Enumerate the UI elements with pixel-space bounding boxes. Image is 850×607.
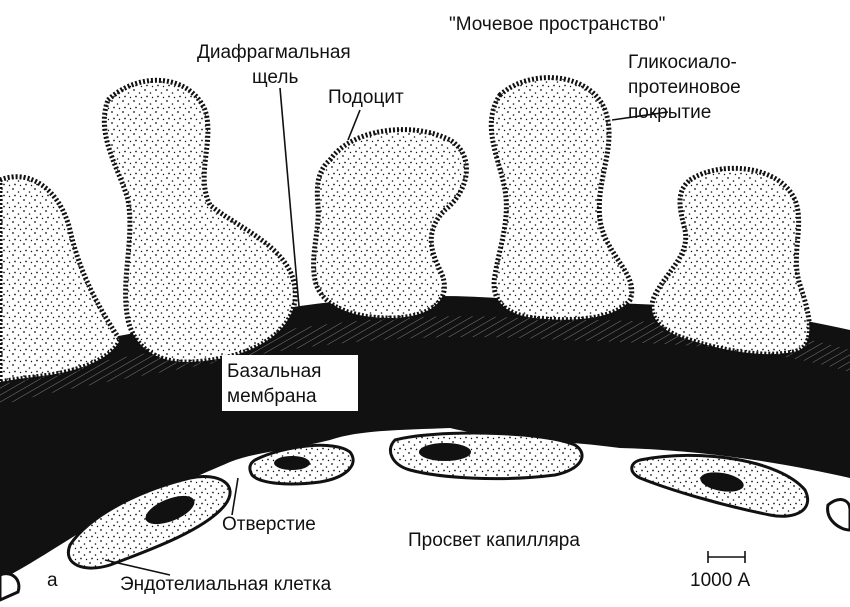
label-endothelial-cell: Эндотелиальная клетка bbox=[120, 574, 332, 595]
label-basal-line2: мембрана bbox=[227, 386, 317, 407]
basement-membrane bbox=[0, 296, 850, 580]
podocyte-lobe-1 bbox=[0, 174, 123, 385]
podocyte-lobe-2 bbox=[101, 77, 298, 365]
label-opening: Отверстие bbox=[222, 514, 316, 535]
podocyte-lobe-5 bbox=[649, 165, 812, 357]
label-scale-bar: 1000 А bbox=[690, 570, 751, 591]
label-basal-line1: Базальная bbox=[227, 361, 321, 382]
label-glyco-line2: протеиновое bbox=[628, 77, 741, 98]
endothelial-nucleus-1 bbox=[145, 495, 195, 525]
label-diaphragm-slit-line2: щель bbox=[252, 67, 298, 88]
podocyte-lobe-4 bbox=[488, 75, 635, 323]
endothelial-nucleus-2 bbox=[274, 456, 310, 470]
endothelial-nucleus-3 bbox=[419, 443, 471, 461]
basal-label-box bbox=[222, 355, 358, 411]
label-panel-letter: а bbox=[47, 570, 58, 591]
label-glyco-line3: покрытие bbox=[628, 102, 711, 123]
label-diaphragm-slit-line1: Диафрагмальная bbox=[197, 42, 351, 63]
label-podocyte: Подоцит bbox=[328, 87, 404, 108]
endothelial-cells bbox=[0, 431, 850, 602]
endothelial-nucleus-4 bbox=[700, 472, 744, 492]
callout-lines bbox=[104, 87, 746, 576]
podocyte-foot-processes bbox=[0, 75, 812, 385]
label-capillary-lumen: Просвет капилляра bbox=[408, 530, 580, 551]
label-glyco-line1: Гликосиало- bbox=[628, 52, 737, 73]
endothelial-cell-3 bbox=[389, 431, 584, 481]
podocyte-lobe-3 bbox=[311, 127, 469, 321]
label-urinary-space: "Мочевое пространство" bbox=[449, 14, 665, 35]
